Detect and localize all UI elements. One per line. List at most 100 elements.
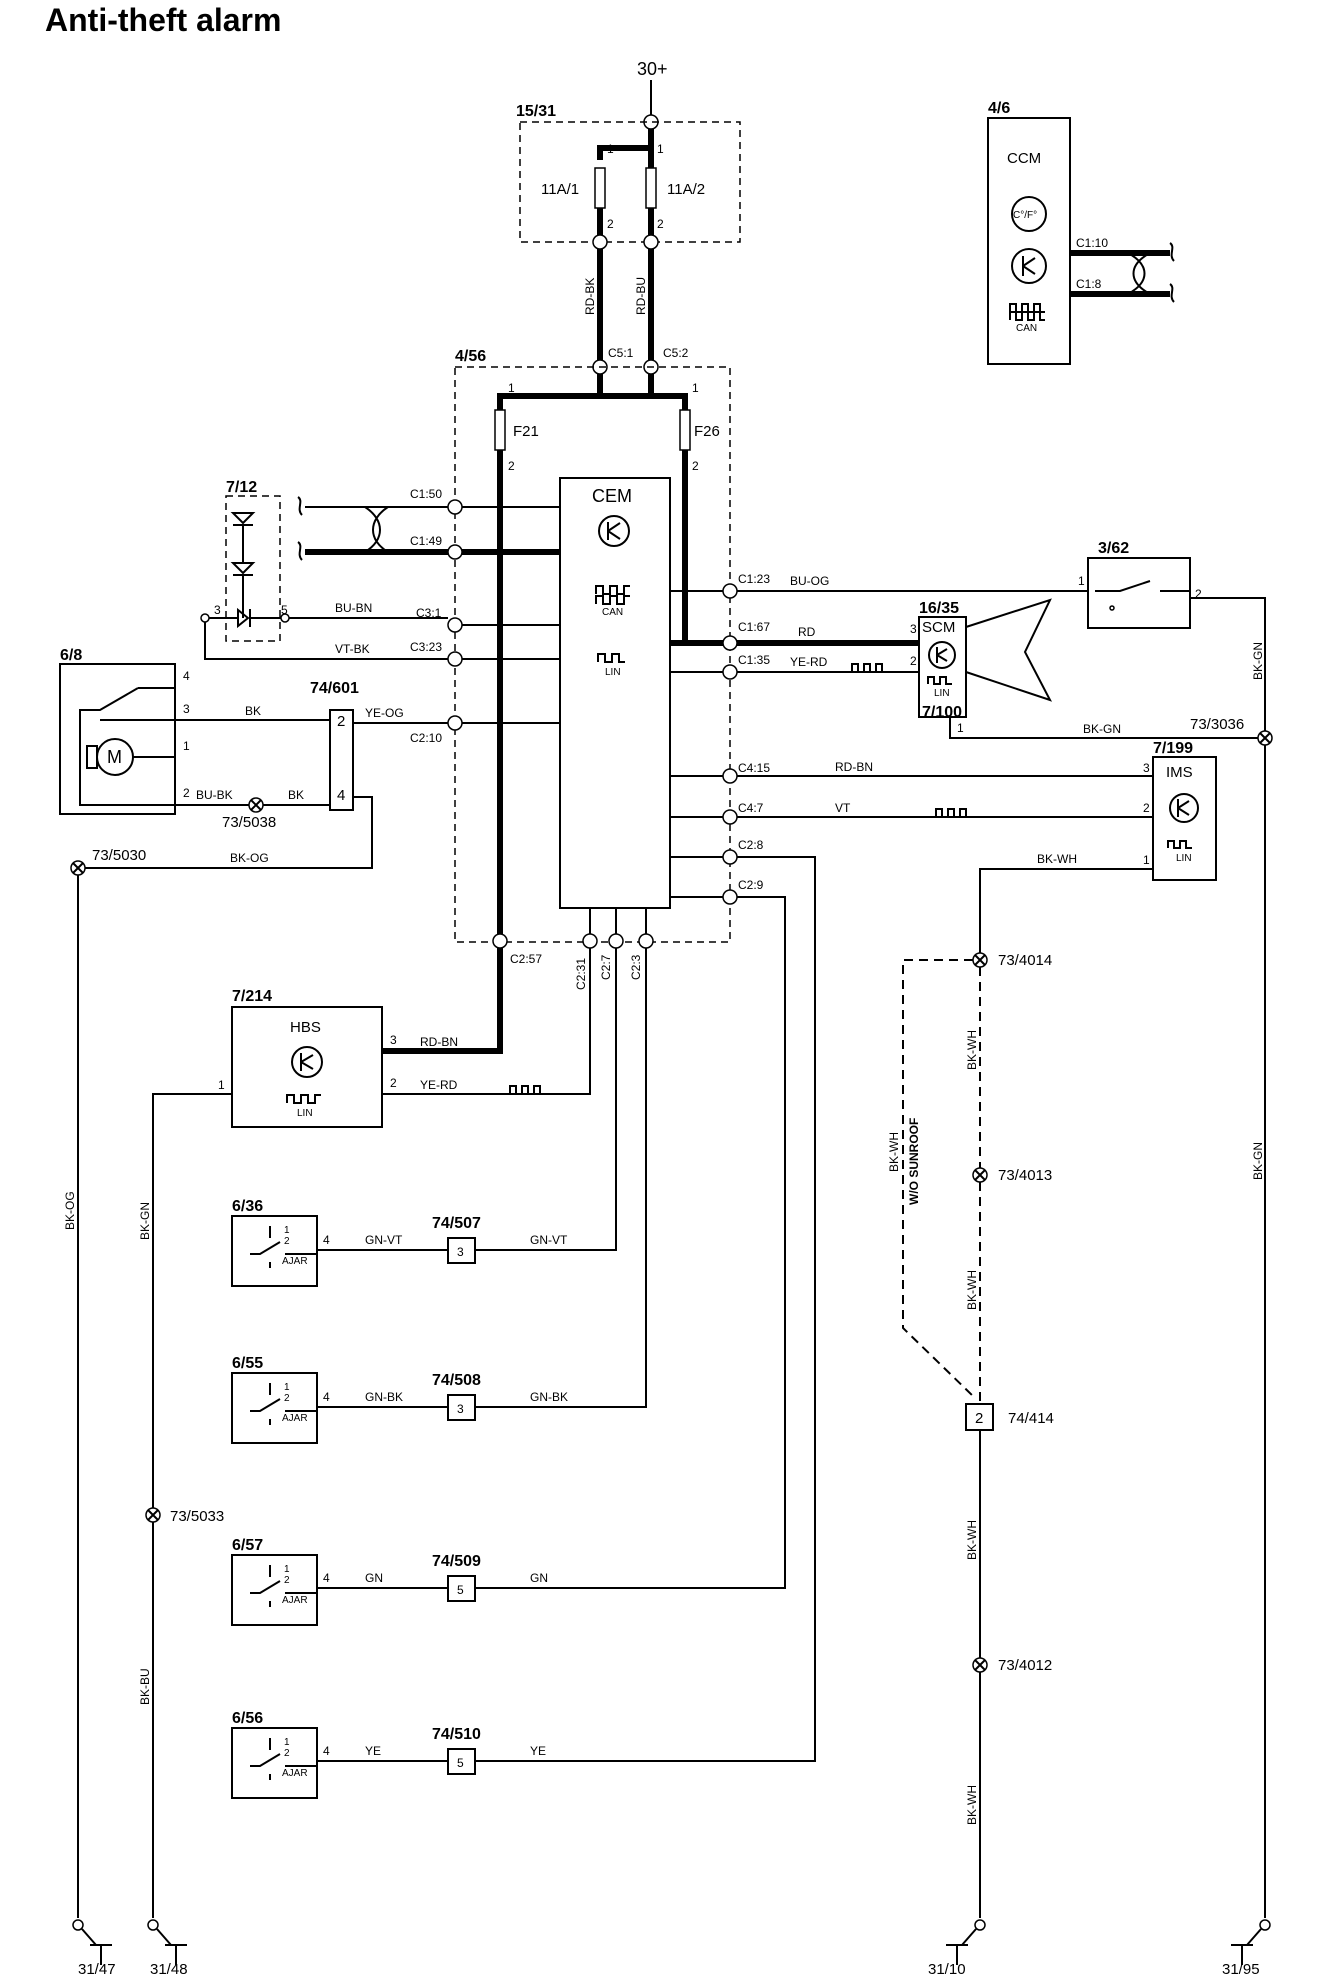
svg-text:C1:35: C1:35 (738, 653, 770, 667)
svg-text:3: 3 (457, 1245, 464, 1259)
svg-text:AJAR: AJAR (282, 1256, 308, 1267)
svg-text:1: 1 (284, 1225, 290, 1236)
svg-text:AJAR: AJAR (282, 1595, 308, 1606)
fuse2-label: 11A/2 (667, 181, 705, 198)
svg-text:2: 2 (1143, 801, 1150, 815)
hbs-lin-signal-icon (509, 1085, 541, 1095)
svg-text:BK-GN: BK-GN (138, 1202, 152, 1240)
wire-rd-bk: RD-BK (583, 278, 597, 315)
svg-text:C1:67: C1:67 (738, 620, 770, 634)
svg-text:SCM: SCM (922, 619, 955, 636)
svg-text:CCM: CCM (1007, 150, 1041, 167)
led-module-7-12 (225, 495, 281, 642)
door-switch-6-57: 6/57 1 2 AJAR (231, 1537, 318, 1626)
svg-text:1: 1 (284, 1564, 290, 1575)
svg-text:3: 3 (183, 702, 190, 716)
ccm-module (987, 117, 1071, 365)
svg-text:3: 3 (1143, 761, 1150, 775)
svg-text:VT-BK: VT-BK (335, 642, 370, 656)
svg-text:BK-OG: BK-OG (63, 1191, 77, 1230)
svg-text:1: 1 (692, 381, 699, 395)
svg-text:2: 2 (284, 1748, 290, 1759)
svg-text:1: 1 (1143, 853, 1150, 867)
svg-text:74/601: 74/601 (310, 680, 359, 697)
svg-text:C2:7: C2:7 (599, 954, 613, 980)
svg-text:74/509: 74/509 (432, 1553, 481, 1570)
svg-text:YE-RD: YE-RD (420, 1078, 458, 1092)
svg-text:2: 2 (692, 459, 699, 473)
door-switch-6-36: 6/36 1 2 AJAR (231, 1198, 318, 1287)
siren-icon (965, 598, 1053, 702)
svg-text:GN: GN (530, 1571, 548, 1585)
svg-text:CAN: CAN (602, 607, 623, 618)
svg-text:3: 3 (457, 1402, 464, 1416)
svg-text:BU-BK: BU-BK (196, 788, 233, 802)
ye-rd-lin-signal-icon (851, 663, 883, 673)
svg-text:C5:2: C5:2 (663, 346, 689, 360)
svg-text:74/510: 74/510 (432, 1726, 481, 1743)
fusebox-15-31 (519, 121, 741, 243)
fuse-f26 (679, 409, 691, 451)
svg-text:C2:10: C2:10 (410, 731, 442, 745)
svg-text:C4:15: C4:15 (738, 761, 770, 775)
svg-text:C1:10: C1:10 (1076, 236, 1108, 250)
connector-74-508 (447, 1394, 476, 1421)
svg-text:C3:1: C3:1 (416, 606, 442, 620)
svg-text:3: 3 (910, 622, 917, 636)
svg-text:LIN: LIN (934, 688, 950, 699)
svg-text:7/12: 7/12 (226, 479, 257, 496)
svg-text:5: 5 (457, 1756, 464, 1770)
svg-text:7/199: 7/199 (1153, 740, 1193, 757)
svg-text:2: 2 (183, 786, 190, 800)
svg-text:73/4014: 73/4014 (998, 952, 1052, 969)
svg-text:6/55: 6/55 (232, 1355, 263, 1372)
svg-text:2: 2 (284, 1393, 290, 1404)
svg-text:73/5038: 73/5038 (222, 814, 276, 831)
svg-text:BK-BU: BK-BU (138, 1668, 152, 1705)
svg-text:73/5030: 73/5030 (92, 847, 146, 864)
ground-31-48: 31/48 (147, 1919, 188, 1978)
svg-text:3: 3 (214, 603, 221, 617)
ccm-temp-icon (1011, 196, 1047, 232)
svg-text:YE: YE (530, 1744, 546, 1758)
svg-text:BK-WH: BK-WH (965, 1030, 979, 1070)
svg-text:C2:9: C2:9 (738, 878, 764, 892)
fuse-f21 (494, 409, 506, 451)
svg-text:1: 1 (218, 1078, 225, 1092)
ccm-twisted-pair-icon (1127, 252, 1151, 295)
cem-name: CEM (592, 486, 632, 506)
wire-rd-bu: RD-BU (634, 277, 648, 315)
svg-text:5: 5 (281, 603, 288, 617)
svg-text:C°/F°: C°/F° (1013, 210, 1037, 221)
svg-text:31/95: 31/95 (1222, 1961, 1260, 1978)
svg-text:C2:8: C2:8 (738, 838, 764, 852)
fuse1-label: 11A/1 (541, 181, 579, 198)
svg-text:BK-WH: BK-WH (965, 1520, 979, 1560)
fuse-11a-2 (645, 167, 657, 209)
svg-text:RD: RD (798, 625, 816, 639)
svg-text:C2:57: C2:57 (510, 952, 542, 966)
page-title: Anti-theft alarm (45, 2, 282, 38)
svg-text:4: 4 (323, 1571, 330, 1585)
svg-text:2: 2 (975, 1410, 983, 1427)
cem-bottom-pins (492, 933, 654, 949)
svg-text:C3:23: C3:23 (410, 640, 442, 654)
door-switch-6-56: 6/56 1 2 AJAR (231, 1710, 318, 1799)
svg-text:BK-OG: BK-OG (230, 851, 269, 865)
svg-text:YE-OG: YE-OG (365, 706, 404, 720)
svg-text:6/8: 6/8 (60, 647, 82, 664)
cem-id: 4/56 (455, 348, 486, 365)
svg-text:AJAR: AJAR (282, 1413, 308, 1424)
svg-text:GN: GN (365, 1571, 383, 1585)
svg-text:C2:3: C2:3 (629, 954, 643, 980)
svg-text:BK-WH: BK-WH (965, 1785, 979, 1825)
svg-text:6/56: 6/56 (232, 1710, 263, 1727)
svg-text:BK: BK (245, 704, 261, 718)
svg-text:3: 3 (390, 1033, 397, 1047)
svg-text:5: 5 (457, 1583, 464, 1597)
svg-text:C1:23: C1:23 (738, 572, 770, 586)
scm-module (918, 616, 967, 718)
switch-3-62 (1087, 557, 1191, 629)
connector-74-509 (447, 1575, 476, 1602)
